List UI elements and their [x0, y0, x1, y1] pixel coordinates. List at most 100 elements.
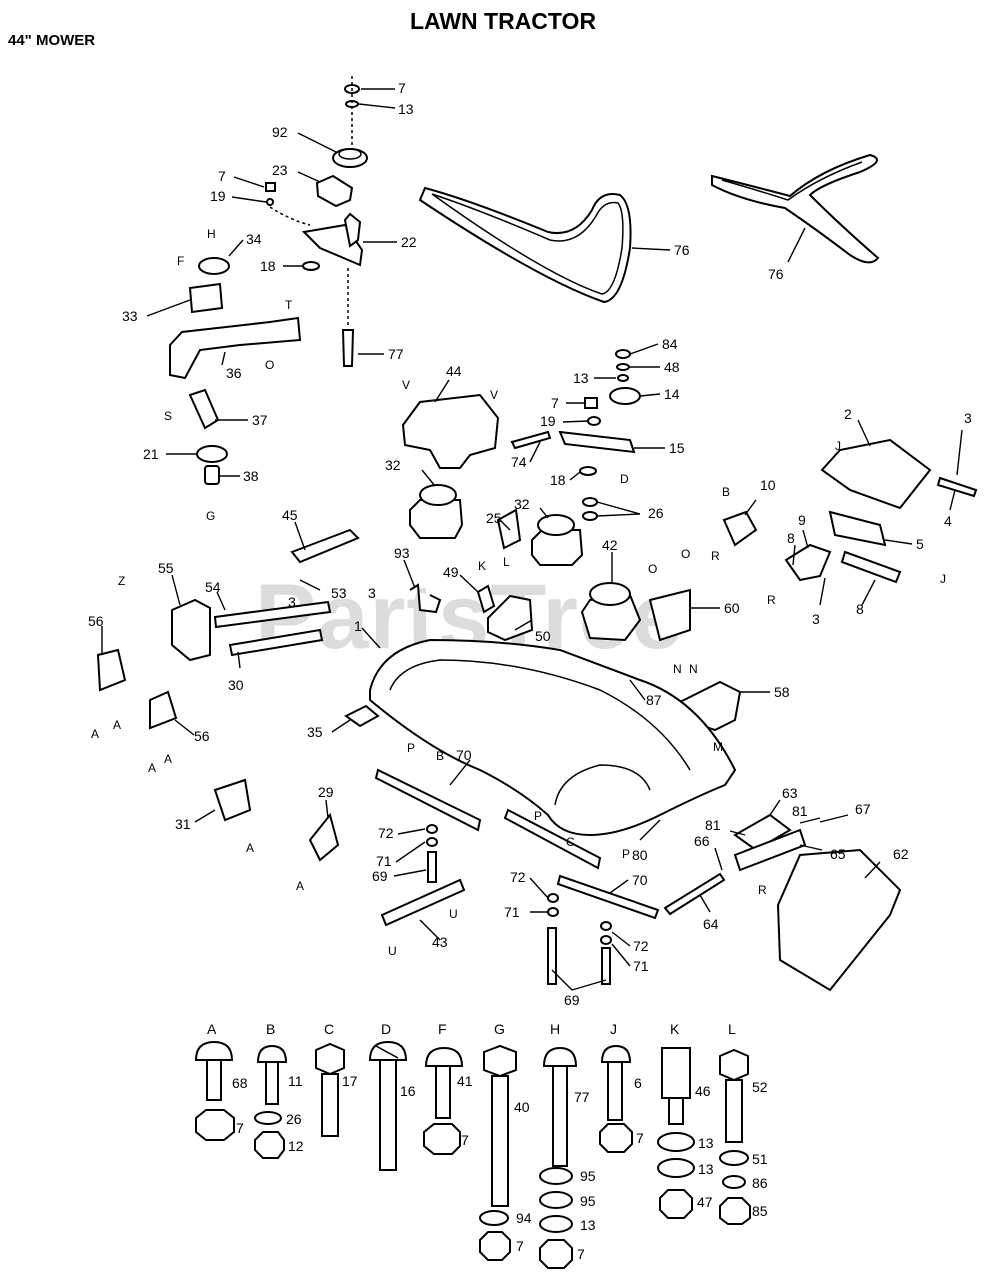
hw-label-H-2: 95: [580, 1193, 596, 1209]
carriage-bolt-J: [600, 1044, 632, 1063]
hardware-labels: A 68 7 B 11 26 12 C 17 D 16 F 41 7 G 40 …: [207, 1021, 768, 1262]
rod-45: [290, 528, 360, 564]
callout-c76a: 76: [674, 242, 690, 258]
washer-H-3: [539, 1215, 573, 1233]
hw-label-B-0: 11: [288, 1073, 303, 1089]
ref-letter-K1: K: [478, 559, 486, 573]
callout-c69a: 69: [372, 868, 388, 884]
hex-nut-A: [195, 1109, 235, 1141]
spindle-69b: [547, 927, 557, 985]
hw-label-J-1: 7: [636, 1130, 644, 1146]
callout-c65: 65: [830, 846, 846, 862]
ref-letter-L1: L: [503, 555, 510, 569]
idler-arm-15: [558, 430, 636, 454]
reference-letters: H F T O S G V V D K L Z A A A A A A P B …: [91, 227, 946, 958]
callout-c3a: 3: [368, 585, 376, 601]
ref-letter-A1: A: [91, 727, 99, 741]
callout-c19b: 19: [540, 413, 556, 429]
callout-c8b: 8: [856, 601, 864, 617]
callout-c32a: 32: [385, 457, 401, 473]
hw-label-F-1: 7: [461, 1132, 469, 1148]
ref-letter-P3: P: [622, 847, 630, 861]
callout-c84: 84: [662, 336, 678, 352]
hw-label-B-2: 12: [288, 1138, 304, 1154]
callout-c42: 42: [602, 537, 618, 553]
callout-c62: 62: [893, 846, 909, 862]
hex-bolt-G-shank: [491, 1075, 509, 1207]
callout-c3b: 3: [288, 594, 296, 610]
callout-c8a: 8: [787, 530, 795, 546]
pivot-49: [476, 584, 496, 614]
carriage-bolt-B-shank: [265, 1061, 279, 1105]
spring-74: [510, 430, 552, 450]
slotted-bolt-D-shank: [379, 1059, 397, 1171]
page-title: LAWN TRACTOR: [409, 8, 597, 34]
ref-letter-R1: R: [711, 549, 720, 563]
bracket-81-63: [733, 813, 792, 852]
carriage-bolt-H: [542, 1046, 578, 1067]
hw-letter-L: L: [728, 1021, 736, 1037]
bar-30: [228, 628, 324, 657]
hw-label-K-0: 46: [695, 1083, 711, 1099]
hex-nut-J: [599, 1123, 633, 1153]
blade-70-center: [503, 808, 602, 870]
hw-label-K-1: 13: [698, 1135, 714, 1151]
washer-72c: [600, 921, 612, 931]
ref-letter-G1: G: [206, 509, 215, 523]
link-4: [936, 476, 978, 498]
callout-c30: 30: [228, 677, 244, 693]
belt-guard-44: [401, 393, 500, 469]
hex-nut-F: [423, 1123, 461, 1155]
hex-bolt-L-shank: [725, 1079, 743, 1143]
callout-c72a: 72: [378, 825, 394, 841]
lever-36: [169, 316, 302, 380]
callout-c87: 87: [646, 692, 662, 708]
ref-letter-V2: V: [490, 388, 498, 402]
hw-label-C-0: 17: [342, 1073, 358, 1089]
washer-B: [254, 1111, 282, 1125]
bracket-2: [820, 438, 932, 510]
bolt-77: [341, 329, 355, 367]
callout-c36: 36: [226, 365, 242, 381]
hex-nut-L: [719, 1197, 751, 1225]
hw-label-F-0: 41: [457, 1073, 473, 1089]
hw-label-K-2: 13: [698, 1161, 714, 1177]
bracket-60: [648, 588, 691, 642]
hex-bolt-C-shank: [321, 1073, 339, 1137]
callout-c19a: 19: [210, 188, 226, 204]
hw-label-L-2: 86: [752, 1175, 768, 1191]
callout-c49: 49: [443, 564, 459, 580]
callout-c14: 14: [664, 386, 680, 402]
hw-letter-D: D: [381, 1021, 391, 1037]
callout-c81a: 81: [705, 817, 721, 833]
washer-K-1: [657, 1132, 695, 1152]
plate-5: [828, 510, 887, 547]
callout-c71c: 71: [633, 958, 649, 974]
hw-label-G-0: 40: [514, 1099, 530, 1115]
hw-label-B-1: 26: [286, 1111, 302, 1127]
nut-7-left: [265, 182, 276, 192]
ref-letter-T1: T: [285, 298, 293, 312]
arm-pivot-22: [343, 212, 362, 248]
bracket-9: [784, 543, 832, 582]
adapter-71a: [426, 837, 438, 847]
callout-c23: 23: [272, 162, 288, 178]
carriage-bolt-A-shank: [206, 1059, 222, 1101]
washer-48: [616, 363, 630, 371]
ref-letter-B2: B: [722, 485, 730, 499]
deck-housing: [369, 638, 737, 837]
callout-c4: 4: [944, 513, 952, 529]
ref-letter-J2: J: [940, 572, 946, 586]
nut-7-right: [584, 397, 598, 409]
callout-c34: 34: [246, 231, 262, 247]
callout-c55: 55: [158, 560, 174, 576]
callout-c38: 38: [243, 468, 259, 484]
ref-letter-A3: A: [148, 761, 156, 775]
hex-bolt-L: [719, 1048, 749, 1082]
hw-letter-B: B: [266, 1021, 275, 1037]
callout-c48: 48: [664, 359, 680, 375]
bracket-23: [315, 174, 354, 208]
washer-26a: [582, 497, 598, 507]
washer-19-left: [266, 198, 274, 206]
callout-c56b: 56: [194, 728, 210, 744]
